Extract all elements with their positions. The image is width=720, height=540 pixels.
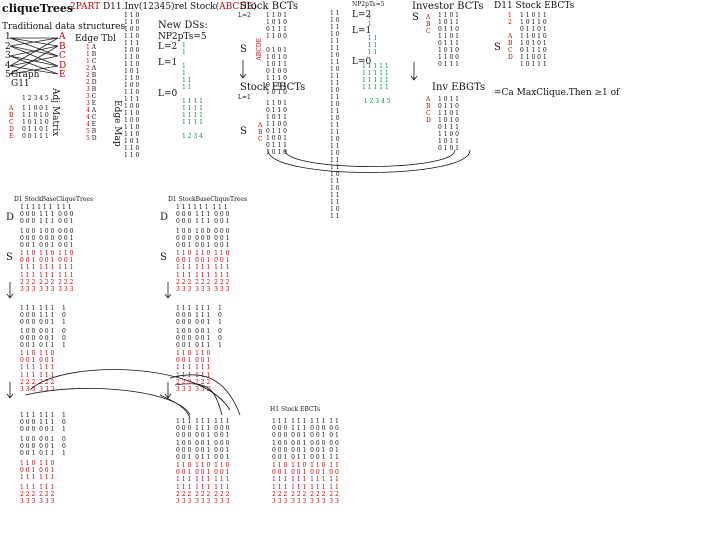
edge-map-label: Edge Map — [112, 100, 122, 147]
graph-right-nodes: A B C D E — [59, 32, 67, 81]
node-4: 4 — [5, 60, 11, 71]
node-b: B — [59, 41, 66, 52]
new-ds-heading: New DSs: — [158, 20, 208, 31]
caption-right: ) — [253, 2, 257, 12]
stock-bcts-heading: Stock BCTs — [240, 1, 298, 12]
node-2: 2 — [5, 41, 11, 52]
node-3: 3 — [5, 51, 11, 61]
graph-sub-label: G11 — [11, 79, 30, 89]
d11-s: S — [494, 42, 501, 53]
node-5: 5 — [5, 70, 11, 80]
stock-ebcts-l: L=1 — [238, 94, 251, 101]
new-ds-np: NP2pTs=5 — [158, 32, 207, 42]
traditional-heading: Traditional data structures — [2, 22, 126, 32]
page-title: cliqueTrees — [2, 2, 74, 15]
investor-heading: Investor BCTs — [412, 1, 484, 12]
h1-heading: H1 Stock EBCTs — [270, 406, 321, 413]
node-a: A — [59, 32, 66, 42]
inv-ebgts-heading: Inv EBGTs — [432, 82, 486, 93]
adj-matrix-header: 1 2 3 4 5 — [22, 95, 49, 102]
lower-mid-heading: D1 StockBaseCliqueTrees — [168, 196, 248, 203]
stock-bcts-l: L=2 — [238, 12, 251, 19]
stock-bcts-red-col: ABCDE — [256, 38, 263, 61]
node-d: D — [59, 60, 67, 71]
d11-heading: D11 Stock EBCTs — [494, 1, 575, 11]
lower-left-d: D — [6, 212, 15, 223]
d11-note: =Ca MaxClique.Then ≥1 of — [494, 88, 620, 98]
graph-label: Graph — [11, 70, 40, 80]
node-e: E — [59, 70, 66, 80]
lower-left-s: S — [6, 252, 13, 263]
np2-l0: L=0 — [352, 57, 372, 67]
np2-l1: L=1 — [352, 26, 372, 36]
part-label: 2PART — [70, 2, 101, 12]
edge-tbl-label: Edge Tbl — [75, 34, 116, 44]
graph-left-nodes: 1 2 3 4 5 — [5, 32, 11, 81]
new-ds-level-2: L=2 — [158, 42, 178, 52]
adj-matrix-label: Adj Matrix — [50, 88, 60, 137]
header-caption: 2PART D11.Inv(12345)rel Stock(ABCDE) — [70, 2, 257, 12]
caption-set: ABCDE — [219, 2, 254, 12]
node-c: C — [59, 51, 66, 61]
stock-bcts-s: S — [240, 44, 247, 55]
lower-mid-s: S — [160, 252, 167, 263]
new-ds-level-0: L=0 — [158, 89, 178, 99]
stock-ebcts-heading: Stock EBCTs — [240, 82, 306, 93]
node-1: 1 — [5, 32, 11, 42]
lower-mid-d: D — [160, 212, 169, 223]
stock-ebcts-s: S — [240, 126, 247, 137]
np2-heading: NP2pTs=5 — [352, 1, 385, 8]
caption-left: D11.Inv(12345)rel Stock( — [102, 2, 220, 12]
np2-l2: L=2 — [352, 10, 372, 20]
investor-s: S — [412, 12, 419, 23]
lower-left-heading: D1 StockBaseCliqueTrees — [14, 196, 94, 203]
new-ds-level-1: L=1 — [158, 58, 178, 68]
